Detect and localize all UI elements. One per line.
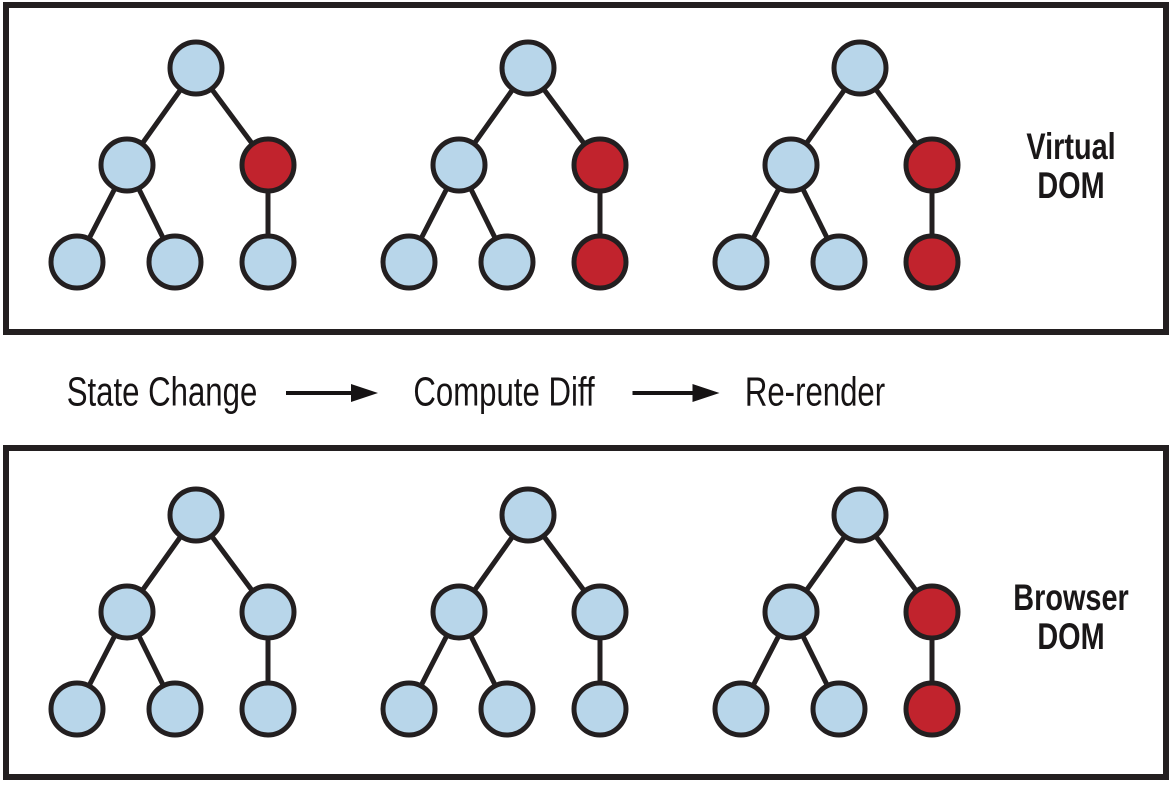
tree-node-right [239,583,297,641]
tree-node-left [762,583,820,641]
tree-node-right [239,136,297,194]
tree-node-right-child [903,233,961,291]
tree-node-right [571,136,629,194]
tree-node-right [903,136,961,194]
tree-node-right-child [239,680,297,738]
tree-node-right-child [571,680,629,738]
tree-node-left [430,136,488,194]
right-arrow-icon [632,384,720,402]
virtual-dom-label-line2: DOM [1037,165,1105,206]
tree-node-right-child [903,680,961,738]
tree-node-left-right [810,680,868,738]
tree-node-left-right [478,680,536,738]
browser-dom-trees [48,486,961,738]
right-arrow-icon [286,384,378,402]
tree-node-left-left [380,680,438,738]
tree-node-left [98,583,156,641]
browser-dom-panel: Browser DOM [3,445,1169,780]
virtual-dom-trees [48,39,961,291]
flow-step-state-change: State Change [66,368,258,415]
tree-node-left-left [380,233,438,291]
browser-dom-label-line1: Browser [1013,577,1129,618]
tree-node-left-left [48,233,106,291]
virtual-dom-panel: Virtual DOM [3,2,1169,335]
browser-dom-label: Browser DOM [1013,578,1128,656]
tree-node-left [762,136,820,194]
virtual-dom-label-line1: Virtual [1026,126,1116,167]
tree-node-left-left [712,233,770,291]
tree-node-left [430,583,488,641]
tree-node-left-right [478,233,536,291]
tree-node-root [831,486,889,544]
tree-node-right [571,583,629,641]
tree-node-left [98,136,156,194]
tree-node-left-right [146,233,204,291]
tree-node-right-child [571,233,629,291]
tree-node-right-child [239,233,297,291]
browser-dom-label-line2: DOM [1037,616,1105,657]
tree-node-left-right [146,680,204,738]
flow-row: State Change Compute Diff Re-render [0,335,1173,445]
tree-node-right [903,583,961,641]
tree-node-root [499,39,557,97]
virtual-dom-label: Virtual DOM [1026,127,1115,205]
tree-node-root [167,39,225,97]
tree-node-left-left [712,680,770,738]
flow-step-re-render: Re-render [744,368,886,415]
tree-node-left-right [810,233,868,291]
tree-node-root [499,486,557,544]
tree-node-root [831,39,889,97]
tree-node-root [167,486,225,544]
flow-step-compute-diff: Compute Diff [413,368,595,415]
tree-node-left-left [48,680,106,738]
